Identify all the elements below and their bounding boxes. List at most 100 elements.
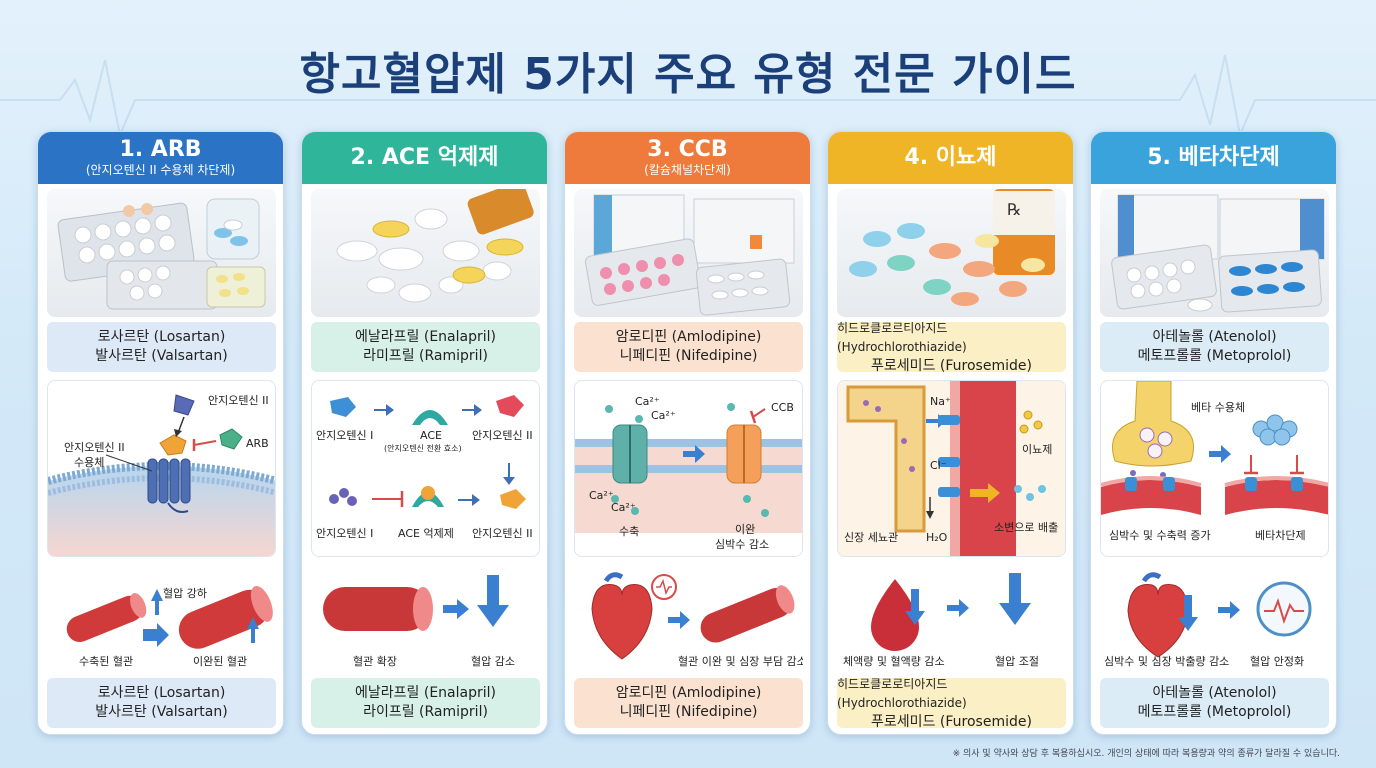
blocker-label: CCB — [771, 401, 794, 414]
effect-label: 심박수 및 수축력 증가 — [1109, 529, 1211, 542]
drug-name: 니페디핀 (Nifedipine) — [619, 704, 758, 720]
effect-label: 혈압 강하 — [163, 587, 207, 600]
ion-label: Ca²⁺ — [611, 501, 636, 514]
drug-name: 발사르탄 (Valsartan) — [95, 704, 228, 720]
mechanism-diagram: Na⁺ Cl⁻ 이뇨제 신장 세뇨관 H₂O 소변으로 배출 — [837, 380, 1066, 557]
drug-name: 로사르탄 (Losartan) — [97, 329, 226, 345]
effect-diagram: 혈관 이완 및 심장 부담 감소 — [574, 565, 803, 673]
card-subtitle: (안지오텐신 II 수용체 차단제) — [85, 163, 236, 177]
drug-name: 에날라프릴 (Enalapril) — [355, 329, 496, 345]
drug-name: 메토프롤롤 (Metoprolol) — [1137, 348, 1292, 364]
drug-list-bottom: 암로디핀 (Amlodipine) 니페디핀 (Nifedipine) — [574, 678, 803, 728]
effect-label: 혈압 감소 — [471, 655, 515, 668]
effect-label: 심박수 및 심장 박출량 감소 — [1104, 655, 1230, 668]
inhibitor-label: ACE 억제제 — [398, 527, 454, 540]
effect-label: 혈압 안정화 — [1250, 655, 1305, 668]
molecule-label: H₂O — [926, 531, 948, 544]
drug-label: 이뇨제 — [1022, 443, 1053, 456]
pill-photo: ℞ — [837, 189, 1066, 317]
drug-list-top: 로사르탄 (Losartan) 발사르탄 (Valsartan) — [47, 322, 276, 372]
card-header: 5. 베타차단제 — [1091, 132, 1336, 184]
card-ccb: 3. CCB (칼슘채널차단제) 암로디핀 (Amlodipine) 니페디핀 … — [564, 131, 811, 735]
effect-diagram: 심박수 및 심장 박출량 감소 혈압 안정화 — [1100, 565, 1329, 673]
disclaimer: ※ 의사 및 약사와 상담 후 복용하십시오. 개인의 상태에 따라 복용량과 … — [952, 749, 1340, 759]
ion-label: Ca²⁺ — [589, 489, 614, 502]
drug-name: 발사르탄 (Valsartan) — [95, 348, 228, 364]
drug-name: 푸로세미드 (Furosemide) — [871, 713, 1032, 730]
ion-label: Ca²⁺ — [635, 395, 660, 408]
mechanism-diagram: 안지오텐신 I ACE (안지오텐신 전환 효소) 안지오텐신 II 안지오텐신… — [311, 380, 540, 557]
receptor-label: 베타 수용체 — [1191, 401, 1246, 414]
drug-list-top: 아테놀롤 (Atenolol) 메토프롤롤 (Metoprolol) — [1100, 322, 1329, 372]
pill-photo — [47, 189, 276, 317]
receptor-label: 안지오텐신 II — [64, 441, 125, 454]
card-header: 2. ACE 억제제 — [302, 132, 547, 184]
pill-photo — [574, 189, 803, 317]
drug-name: 에날라프릴 (Enalapril) — [355, 685, 496, 701]
drug-name: 라이프릴 (Ramipril) — [363, 704, 488, 720]
mechanism-diagram: 베타 수용체 심박수 및 수축력 증가 베타차단제 — [1100, 380, 1329, 557]
drug-name: 히드로클로르티아지드 (Hydrochlorothiazide) — [837, 320, 967, 354]
effect-label: 혈압 조절 — [995, 655, 1039, 668]
card-beta-blocker: 5. 베타차단제 아테놀롤 (Atenolol) 메토프롤롤 (Metoprol… — [1090, 131, 1337, 735]
drug-list-top: 히드로클로르티아지드 (Hydrochlorothiazide) 푸로세미드 (… — [837, 320, 1066, 374]
molecule-label: 안지오텐신 II — [472, 527, 533, 540]
page-title: 항고혈압제 5가지 주요 유형 전문 가이드 — [299, 49, 1077, 100]
pill-photo — [311, 189, 540, 317]
state-label: 이완 — [735, 523, 756, 536]
effect-diagram: 체액량 및 혈액량 감소 혈압 조절 — [837, 565, 1066, 673]
structure-label: 신장 세뇨관 — [844, 531, 899, 544]
ecg-background — [0, 54, 1376, 139]
drug-name: 암로디핀 (Amlodipine) — [615, 685, 762, 701]
drug-list-top: 암로디핀 (Amlodipine) 니페디핀 (Nifedipine) — [574, 322, 803, 372]
drug-list-top: 에날라프릴 (Enalapril) 라미프릴 (Ramipril) — [311, 322, 540, 372]
enzyme-sublabel: (안지오텐신 전환 효소) — [384, 444, 462, 453]
drug-list-bottom: 히드로클로로티아지드 (Hydrochlorothiazide) 푸로세미드 (… — [837, 676, 1066, 730]
drug-name: 라미프릴 (Ramipril) — [363, 348, 488, 364]
drug-name: 니페디핀 (Nifedipine) — [619, 348, 758, 364]
effect-label: 이완된 혈관 — [193, 655, 248, 668]
card-title: 3. CCB — [647, 137, 728, 162]
drug-name: 푸로세미드 (Furosemide) — [871, 357, 1032, 374]
state-label: 수축 — [619, 525, 640, 538]
card-title: 2. ACE 억제제 — [350, 145, 499, 170]
drug-list-bottom: 로사르탄 (Losartan) 발사르탄 (Valsartan) — [47, 678, 276, 728]
state-label: 심박수 감소 — [715, 538, 770, 551]
blocker-label: ARB — [246, 437, 269, 450]
molecule-label: 안지오텐신 II — [472, 429, 533, 442]
drug-name: 암로디핀 (Amlodipine) — [615, 329, 762, 345]
drug-list-bottom: 아테놀롤 (Atenolol) 메토프롤롤 (Metoprolol) — [1100, 678, 1329, 728]
enzyme-label: ACE — [420, 429, 442, 442]
ion-label: Ca²⁺ — [651, 409, 676, 422]
svg-text:℞: ℞ — [1007, 200, 1021, 219]
card-subtitle: (칼슘채널차단제) — [644, 163, 731, 177]
drug-list-bottom: 에날라프릴 (Enalapril) 라이프릴 (Ramipril) — [311, 678, 540, 728]
receptor-label: 수용체 — [74, 456, 105, 469]
card-arb: 1. ARB (안지오텐신 II 수용체 차단제) 로사르탄 (Losartan… — [37, 131, 284, 735]
ligand-label: 안지오텐신 II — [208, 394, 269, 407]
molecule-label: 안지오텐신 I — [316, 429, 374, 442]
effect-diagram: 혈관 확장 혈압 감소 — [311, 565, 540, 673]
mechanism-diagram: Ca²⁺ Ca²⁺ Ca²⁺ Ca²⁺ CCB 수축 이완 심박수 감소 — [574, 380, 803, 557]
drug-name: 아테놀롤 (Atenolol) — [1152, 329, 1277, 345]
effect-label: 체액량 및 혈액량 감소 — [843, 655, 945, 668]
pill-photo — [1100, 189, 1329, 317]
card-header: 4. 이뇨제 — [828, 132, 1073, 184]
ion-label: Na⁺ — [930, 395, 951, 408]
effect-label: 혈관 확장 — [353, 655, 397, 668]
drug-name: 메토프롤롤 (Metoprolol) — [1137, 704, 1292, 720]
effect-label: 혈관 이완 및 심장 부담 감소 — [678, 655, 803, 668]
drug-name: 아테놀롤 (Atenolol) — [1152, 685, 1277, 701]
effect-label: 소변으로 배출 — [994, 521, 1059, 534]
card-header: 1. ARB (안지오텐신 II 수용체 차단제) — [38, 132, 283, 184]
card-title: 4. 이뇨제 — [904, 145, 997, 170]
effect-diagram: 혈압 강하 수축된 혈관 이완된 혈관 — [47, 565, 276, 673]
drug-name: 히드로클로로티아지드 (Hydrochlorothiazide) — [837, 676, 967, 710]
card-header: 3. CCB (칼슘채널차단제) — [565, 132, 810, 184]
molecule-label: 안지오텐신 I — [316, 527, 374, 540]
card-ace-inhibitor: 2. ACE 억제제 에날라프릴 (Enalapril) 라미프릴 (Ramip… — [301, 131, 548, 735]
card-diuretic: 4. 이뇨제 ℞ 히드로클로르티아지드 (Hydrochlorothiazide… — [827, 131, 1074, 735]
drug-label: 베타차단제 — [1255, 529, 1306, 542]
ion-label: Cl⁻ — [930, 459, 947, 472]
effect-label: 수축된 혈관 — [79, 655, 134, 668]
